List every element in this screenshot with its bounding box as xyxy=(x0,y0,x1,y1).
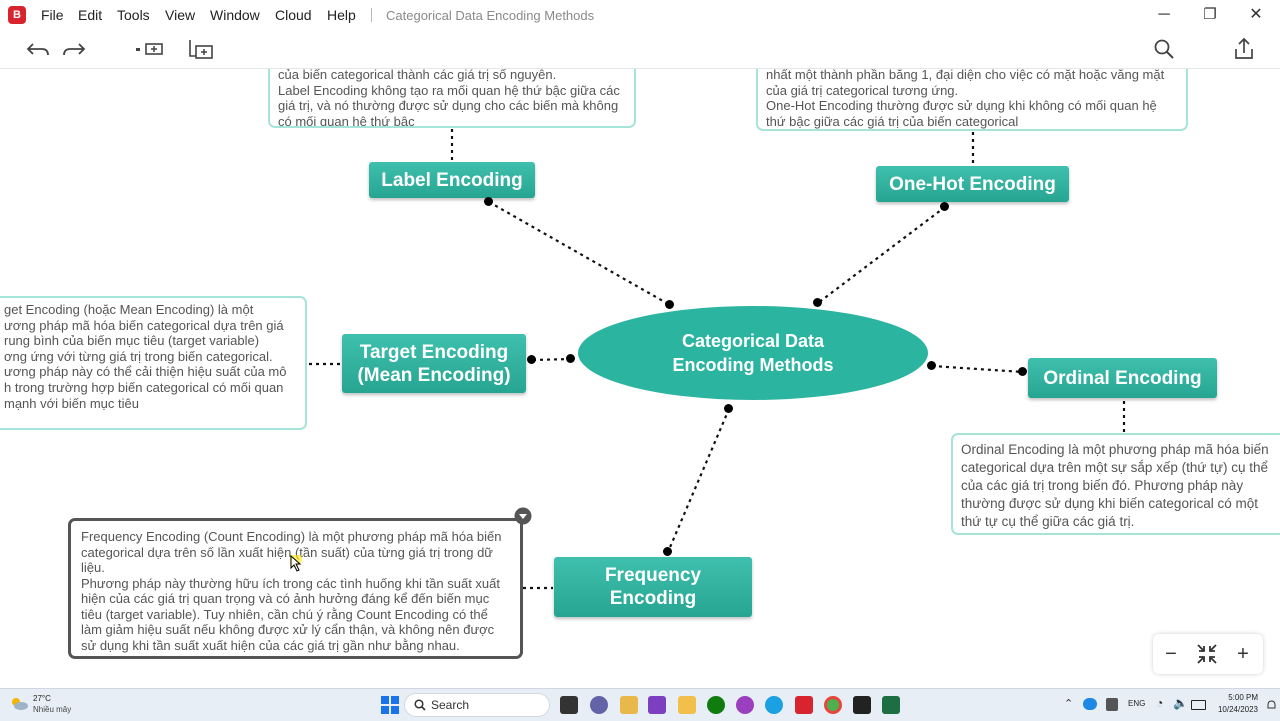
insert-subtopic-icon[interactable] xyxy=(134,36,166,62)
zoom-controls: − + xyxy=(1153,634,1263,674)
insert-topic-icon[interactable] xyxy=(186,36,216,62)
taskbar-search-label: Search xyxy=(431,698,470,712)
edge-icon[interactable] xyxy=(765,696,783,714)
menu-separator xyxy=(371,8,372,22)
taskbar-search[interactable]: Search xyxy=(404,693,550,717)
close-button[interactable]: ✕ xyxy=(1249,6,1263,23)
xbox-icon[interactable] xyxy=(707,696,725,714)
excel-icon[interactable] xyxy=(882,696,900,714)
tray-app-icon[interactable] xyxy=(1106,698,1118,711)
fit-to-screen-icon[interactable] xyxy=(1195,642,1219,666)
app-logo: B xyxy=(8,6,26,24)
weather-temp: 27°C xyxy=(33,694,51,703)
menu-help[interactable]: Help xyxy=(327,7,356,23)
topic-onehot-encoding[interactable]: One-Hot Encoding xyxy=(876,166,1069,202)
zoom-out-button[interactable]: − xyxy=(1165,643,1177,665)
menu-view[interactable]: View xyxy=(165,7,196,23)
task-view-icon[interactable] xyxy=(560,696,578,714)
connector-dot xyxy=(566,354,575,363)
note-label-encoding[interactable]: của biến categorical thành các giá trị s… xyxy=(268,69,636,128)
topic-ordinal-encoding[interactable]: Ordinal Encoding xyxy=(1028,358,1217,398)
onedrive-icon[interactable] xyxy=(1083,698,1097,710)
topic-target-encoding[interactable]: Target Encoding (Mean Encoding) xyxy=(342,334,526,393)
terminal-icon[interactable] xyxy=(853,696,871,714)
topic-label-encoding[interactable]: Label Encoding xyxy=(369,162,535,198)
media-app-icon[interactable] xyxy=(736,696,754,714)
chrome-icon[interactable] xyxy=(824,696,842,714)
search-icon xyxy=(414,699,426,711)
topic-frequency-encoding[interactable]: Frequency Encoding xyxy=(554,557,752,617)
note-ordinal-encoding[interactable]: Ordinal Encoding là một phương pháp mã h… xyxy=(951,433,1280,535)
connector-dot xyxy=(940,202,949,211)
teams-icon[interactable] xyxy=(590,696,608,714)
language-indicator[interactable]: ENG xyxy=(1128,699,1146,708)
menu-window[interactable]: Window xyxy=(210,7,260,23)
file-explorer-icon[interactable] xyxy=(620,696,638,714)
menu-tools[interactable]: Tools xyxy=(117,7,150,23)
xmind-icon[interactable] xyxy=(795,696,813,714)
menu-edit[interactable]: Edit xyxy=(78,7,103,23)
minimize-button[interactable]: ─ xyxy=(1158,6,1170,23)
clock-time[interactable]: 5:00 PM xyxy=(1228,693,1258,702)
menu-file[interactable]: File xyxy=(41,7,64,23)
note-frequency-encoding[interactable]: Frequency Encoding (Count Encoding) là m… xyxy=(68,518,523,659)
connector-dot xyxy=(724,404,733,413)
note-onehot-encoding[interactable]: nhất một thành phần bằng 1, đại diện cho… xyxy=(756,69,1188,131)
share-icon[interactable] xyxy=(1230,36,1258,62)
visual-studio-icon[interactable] xyxy=(648,696,666,714)
clock-date[interactable]: 10/24/2023 xyxy=(1217,705,1258,714)
windows-start-icon[interactable] xyxy=(381,696,399,714)
connector-lines xyxy=(309,129,1126,590)
connector-dot xyxy=(1018,367,1027,376)
document-title: Categorical Data Encoding Methods xyxy=(386,8,595,23)
menu-cloud[interactable]: Cloud xyxy=(275,7,312,23)
weather-desc: Nhiều mây xyxy=(33,705,72,714)
show-hidden-icons-icon[interactable]: ⌃ xyxy=(1064,698,1074,710)
central-topic[interactable]: Categorical Data Encoding Methods xyxy=(578,306,928,400)
wifi-icon[interactable]: ◔ xyxy=(1156,696,1164,710)
connector-dot xyxy=(927,361,936,370)
connector-dot xyxy=(484,197,493,206)
weather-cloud-icon[interactable] xyxy=(10,697,28,711)
connector-dot xyxy=(527,355,536,364)
windows-taskbar: 27°C Nhiều mây Search ⌃ ENG ◔ 🔈 5:00 PM … xyxy=(0,688,1280,721)
zoom-in-button[interactable]: + xyxy=(1237,643,1249,665)
search-icon[interactable] xyxy=(1150,36,1178,62)
connector-dot xyxy=(813,298,822,307)
toolbar xyxy=(0,30,1280,69)
note-target-encoding[interactable]: get Encoding (hoặc Mean Encoding) là một… xyxy=(0,296,307,430)
mindmap-canvas[interactable]: của biến categorical thành các giá trị s… xyxy=(0,69,1280,688)
collapse-toggle-icon[interactable] xyxy=(514,507,532,525)
mouse-cursor-icon xyxy=(286,551,306,575)
volume-icon[interactable]: 🔈 xyxy=(1173,696,1188,710)
folder-icon[interactable] xyxy=(678,696,696,714)
menu-bar: B File Edit Tools View Window Cloud Help… xyxy=(0,0,1280,30)
restore-button[interactable]: ❐ xyxy=(1203,6,1217,23)
redo-icon[interactable] xyxy=(60,36,88,62)
connector-dot xyxy=(665,300,674,309)
battery-icon[interactable] xyxy=(1191,700,1206,710)
connector-dot xyxy=(663,547,672,556)
undo-icon[interactable] xyxy=(24,36,52,62)
notification-icon[interactable] xyxy=(1266,698,1277,709)
